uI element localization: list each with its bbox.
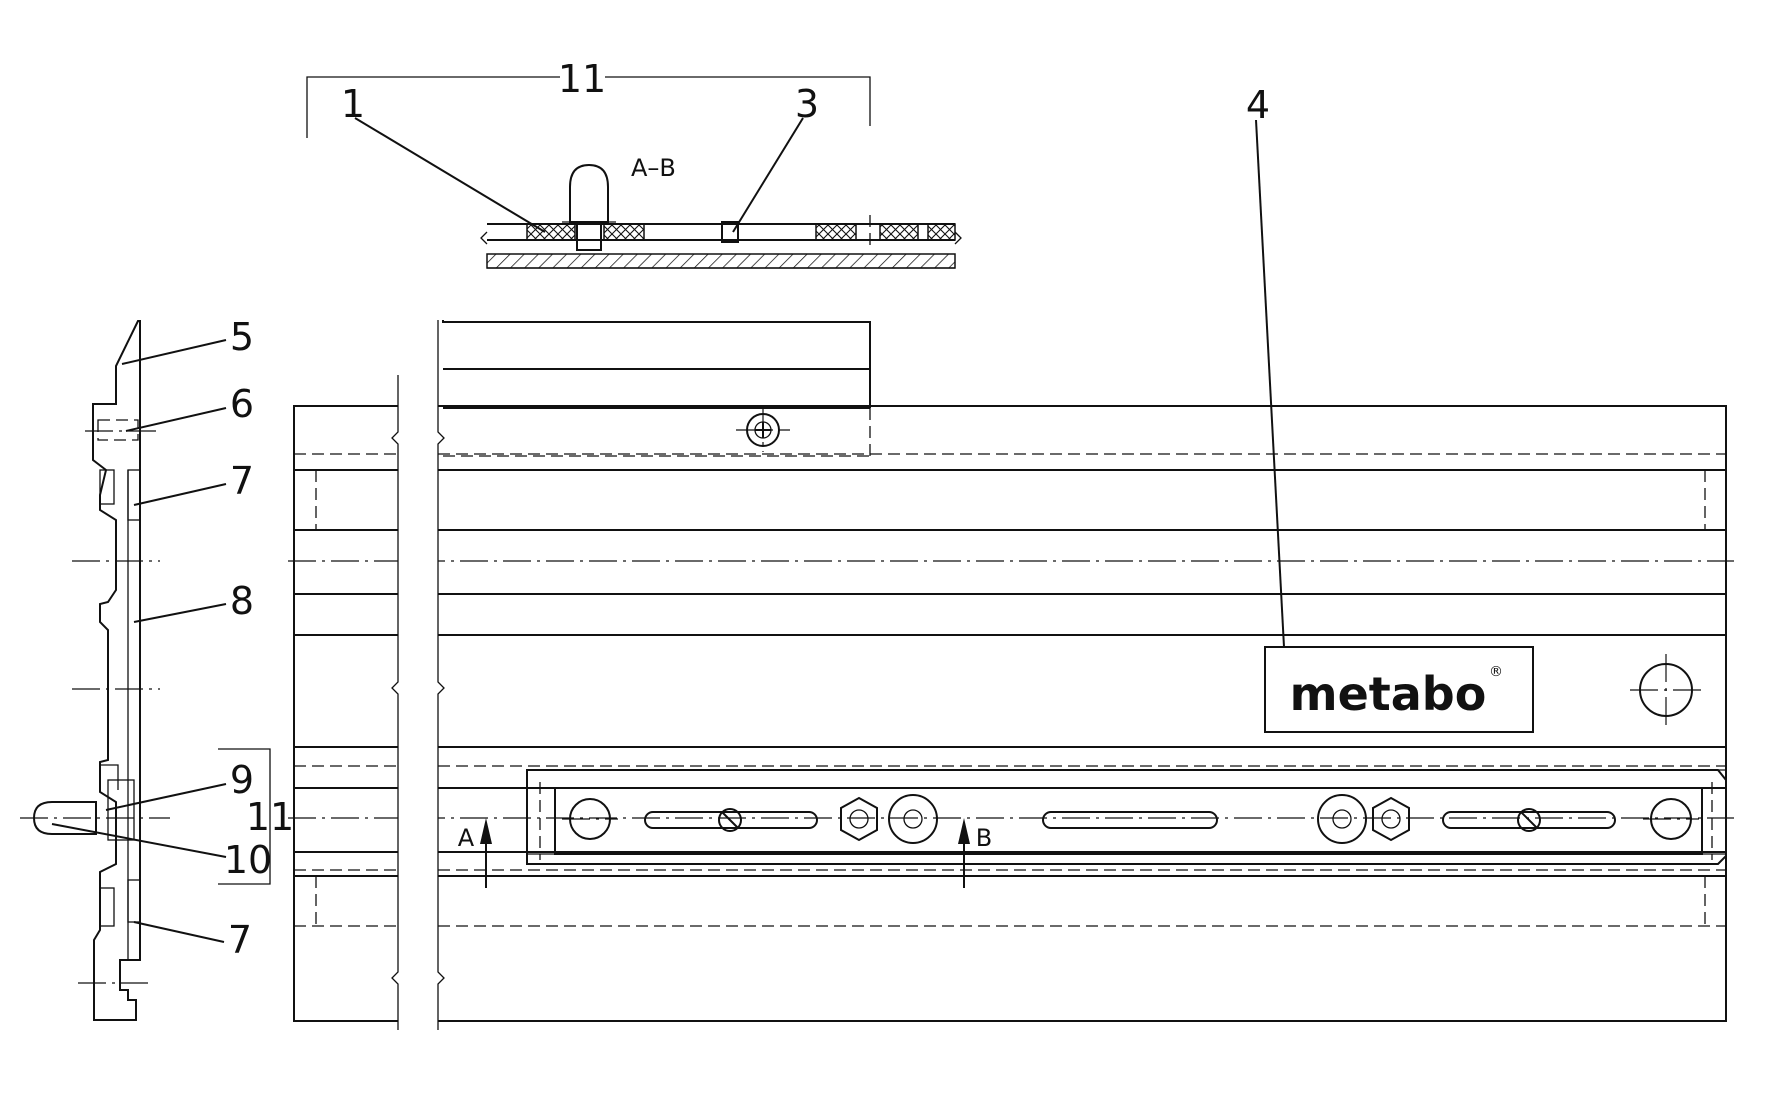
callout-10: 10 [224, 838, 272, 882]
phillips-screw-top [736, 408, 790, 452]
callout-11-top: 11 [558, 57, 606, 101]
side-profile-view: 5 6 7 8 9 10 11 7 [20, 315, 294, 1021]
brand-plate: metabo ® [1264, 646, 1534, 733]
rail-segment-2 [603, 223, 645, 241]
mounting-hole [1630, 654, 1702, 726]
view-arrow-a: A [458, 818, 492, 888]
sliding-bar [526, 769, 1727, 865]
rail-body [293, 405, 1727, 1022]
bracket-11-right [605, 76, 871, 126]
base-plate-section [486, 253, 956, 269]
knob-bolt [569, 163, 609, 223]
rail-profile [92, 320, 141, 1021]
top-cap [442, 320, 871, 408]
rail-segment-3 [815, 223, 857, 241]
front-view: metabo ® [288, 83, 1734, 1030]
callout-1: 1 [341, 82, 365, 126]
view-arrow-b: B [958, 818, 992, 888]
callout-6: 6 [230, 382, 254, 426]
section-label: A–B [631, 154, 676, 182]
registered-mark: ® [1489, 664, 1503, 680]
section-view-a-b: 11 A–B 1 3 [306, 57, 962, 269]
callout-7b: 7 [228, 918, 252, 962]
view-mark-b: B [976, 824, 992, 852]
callout-8: 8 [230, 579, 254, 623]
callout-7a: 7 [230, 459, 254, 503]
callout-5: 5 [230, 315, 254, 359]
rail-segment-4 [879, 223, 919, 241]
callout-3: 3 [795, 82, 819, 126]
grub-screw [721, 221, 739, 243]
callout-11-side: 11 [246, 795, 294, 839]
callout-9: 9 [230, 758, 254, 802]
bracket-11-left [306, 76, 560, 138]
brand-logo: metabo [1290, 667, 1487, 721]
callout-4: 4 [1246, 83, 1270, 127]
view-mark-a: A [458, 824, 475, 852]
bracket-11-side [218, 748, 271, 885]
rail-segment-5 [927, 223, 956, 241]
